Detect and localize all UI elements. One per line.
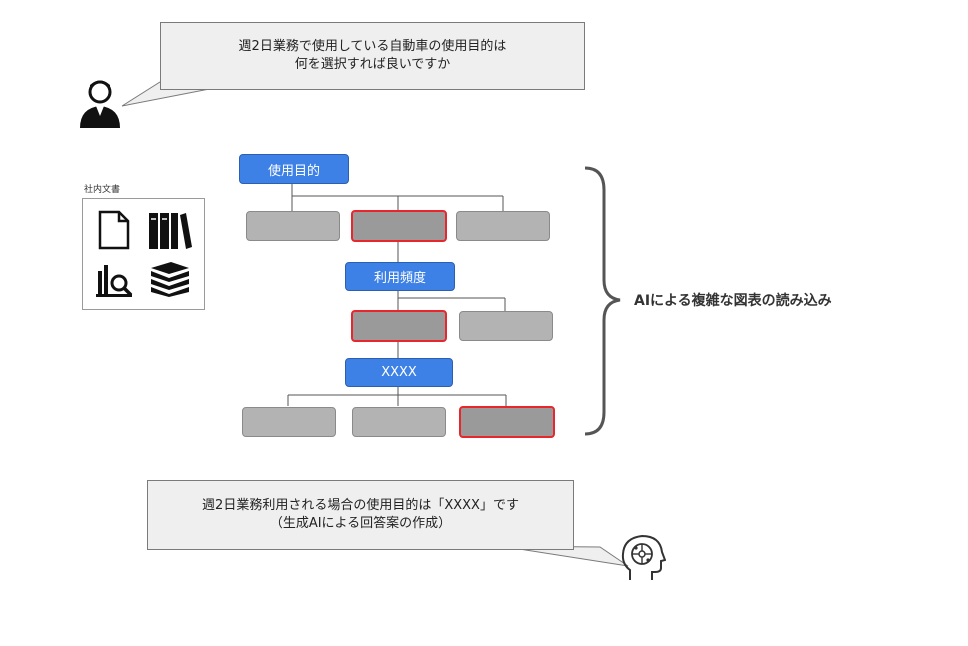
node-usage-frequency: 利用頻度 [345, 262, 455, 291]
question-bubble: 週2日業務で使用している自動車の使用目的は 何を選択すれば良いですか [160, 22, 585, 90]
docs-box [82, 198, 205, 310]
option-box-selected [459, 406, 555, 438]
option-box [352, 407, 446, 437]
research-icon [96, 265, 133, 297]
stack-icon [151, 262, 189, 297]
node-xxxx: XXXX [345, 358, 453, 387]
option-box [459, 311, 553, 341]
option-box [242, 407, 336, 437]
node-usage-purpose: 使用目的 [239, 154, 349, 184]
docs-label: 社内文書 [84, 185, 121, 195]
ai-head-icon [621, 534, 666, 580]
option-box [246, 211, 340, 241]
answer-line-1: 週2日業務利用される場合の使用目的は「XXXX」です [202, 498, 519, 513]
brace-label: AIによる複雑な図表の読み込み [634, 293, 832, 309]
question-line-1: 週2日業務で使用している自動車の使用目的は [238, 39, 507, 54]
books-icon [149, 213, 192, 249]
tree-connectors [287, 183, 507, 406]
option-box-selected [351, 210, 447, 242]
document-icon [98, 210, 130, 250]
answer-bubble: 週2日業務利用される場合の使用目的は「XXXX」です （生成AIによる回答案の作… [147, 480, 574, 550]
option-box [456, 211, 550, 241]
answer-line-2: （生成AIによる回答案の作成） [269, 516, 452, 531]
option-box-selected [351, 310, 447, 342]
curly-brace [584, 166, 621, 436]
question-line-2: 何を選択すれば良いですか [294, 57, 451, 72]
user-icon [80, 80, 120, 128]
